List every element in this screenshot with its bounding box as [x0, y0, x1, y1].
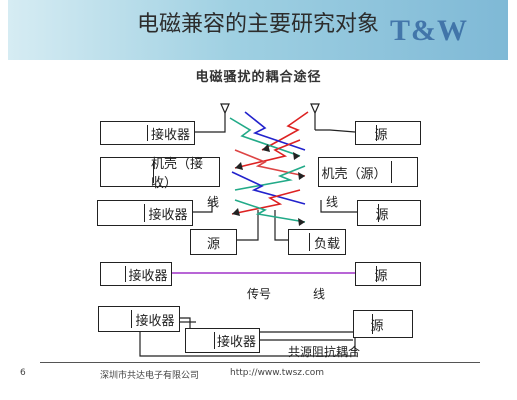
- load-label: 负载: [313, 236, 340, 252]
- signal-label: 传号: [247, 287, 272, 301]
- slide-title: 电磁兼容的主要研究对象: [136, 12, 379, 37]
- source-label: 源: [206, 236, 220, 252]
- receiver-box: 接收器: [185, 328, 260, 353]
- receiver-box: 接收器: [98, 306, 180, 332]
- source-box: 源: [357, 200, 421, 226]
- receiver-box: 接收器: [97, 200, 193, 226]
- source-box: 源: [355, 121, 421, 145]
- footer-rule: [40, 362, 480, 363]
- chassis-receive-box: 机壳（接收）: [100, 157, 220, 191]
- chassis-receive-label: 机壳（接收）: [151, 157, 204, 191]
- receiver-label: 接收器: [216, 335, 256, 350]
- diagram-title: 电磁骚扰的耦合途径: [195, 70, 322, 85]
- line-label: 线: [207, 195, 220, 209]
- footer-company: 深圳市共达电子有限公司: [100, 371, 200, 381]
- receiver-box: 接收器: [100, 262, 172, 286]
- source-label: 源: [374, 127, 388, 143]
- logo-watermark: T&W: [390, 14, 468, 47]
- page-number: 6: [20, 368, 26, 378]
- source-box: 源: [190, 229, 237, 255]
- source-label: 源: [374, 268, 388, 284]
- receiver-label: 接收器: [135, 313, 175, 329]
- source-label: 源: [370, 318, 384, 334]
- receiver-label: 接收器: [148, 207, 188, 223]
- source-box: 源: [355, 262, 421, 286]
- footer-url: http://www.twsz.com: [230, 368, 325, 378]
- common-impedance-label: 共源阻抗耦合: [288, 345, 361, 359]
- header-banner: T&W: [8, 0, 508, 60]
- receiver-label: 接收器: [150, 127, 190, 143]
- load-box: 负载: [288, 229, 346, 255]
- chassis-source-box: 机壳（源）: [318, 157, 418, 187]
- source-box: 源: [353, 310, 413, 338]
- receiver-box: 接收器: [100, 121, 195, 145]
- line-label: 线: [326, 195, 339, 209]
- receiver-label: 接收器: [128, 268, 168, 284]
- chassis-source-label: 机壳（源）: [321, 166, 387, 182]
- line-label: 线: [313, 287, 326, 301]
